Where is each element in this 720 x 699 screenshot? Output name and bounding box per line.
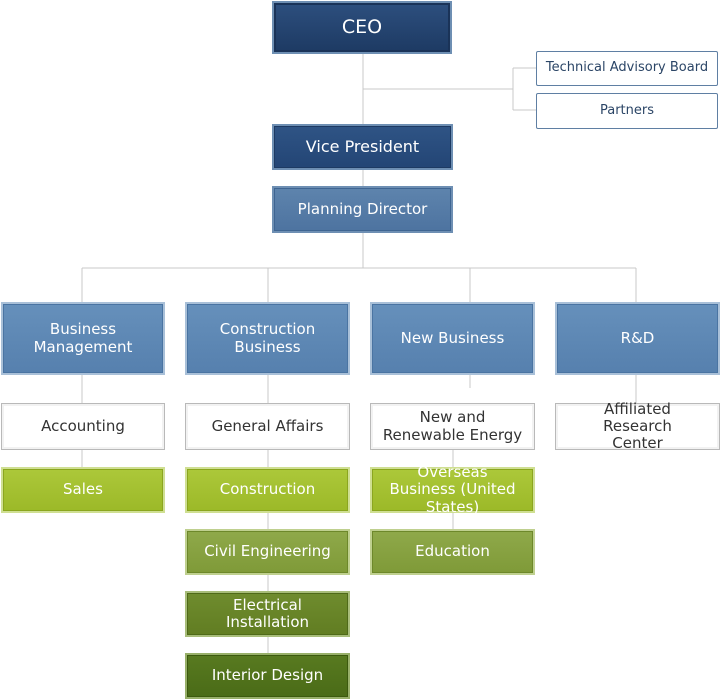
unit-new-and-renewable-energy: New and Renewable Energy	[370, 403, 535, 450]
unit-education: Education	[370, 529, 535, 575]
division-rnd: R&D	[555, 302, 720, 375]
division-business-management: Business Management	[1, 302, 165, 375]
ceo-box: CEO	[272, 1, 452, 54]
unit-general-affairs: General Affairs	[185, 403, 350, 450]
unit-construction: Construction	[185, 467, 350, 513]
planning-director-box: Planning Director	[272, 186, 453, 233]
technical-advisory-board-box: Technical Advisory Board	[536, 51, 718, 86]
division-construction-business: Construction Business	[185, 302, 350, 375]
unit-civil-engineering: Civil Engineering	[185, 529, 350, 575]
vice-president-box: Vice President	[272, 124, 453, 170]
unit-interior-design: Interior Design	[185, 653, 350, 699]
unit-overseas-business: Overseas Business (United States)	[370, 464, 535, 515]
unit-electrical-installation: Electrical Installation	[185, 591, 350, 637]
division-new-business: New Business	[370, 302, 535, 375]
unit-sales: Sales	[1, 467, 165, 513]
unit-accounting: Accounting	[1, 403, 165, 450]
unit-affiliated-research-center: Affiliated Research Center	[555, 400, 720, 452]
partners-box: Partners	[536, 93, 718, 129]
